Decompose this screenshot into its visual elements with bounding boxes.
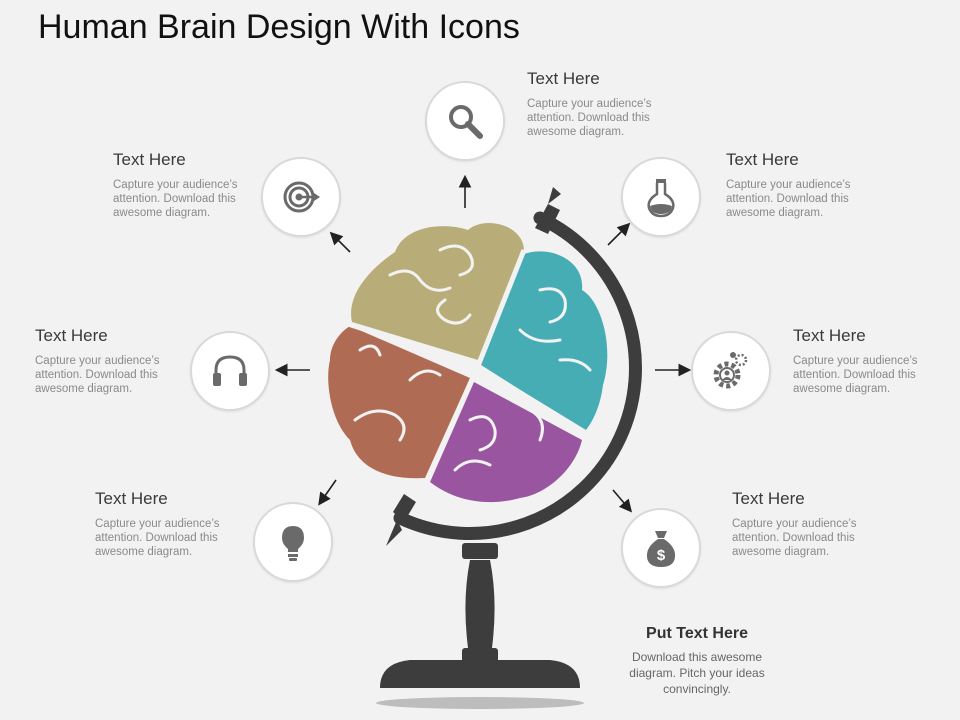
callout-right: Text Here Capture your audience’s attent…	[793, 326, 960, 396]
page-title: Human Brain Design With Icons	[38, 8, 520, 46]
meridian-bottom-tip	[386, 520, 402, 546]
search-icon	[449, 105, 483, 139]
callout-heading: Text Here	[95, 489, 168, 508]
callout-heading: Text Here	[793, 326, 866, 345]
globe-base	[380, 660, 580, 688]
globe-stem-top	[462, 543, 498, 559]
callout-heading: Text Here	[527, 69, 600, 88]
footer-body: Download this awesome diagram. Pitch you…	[629, 650, 765, 696]
callout-body: Capture your audience’s attention. Downl…	[732, 518, 857, 558]
meridian-bottom-cap	[393, 494, 416, 522]
brain-lobe-purple	[430, 382, 582, 503]
icon-circle-search	[425, 81, 505, 161]
icon-circle-flask	[621, 157, 701, 237]
globe-neck-collar	[462, 648, 498, 662]
icon-circle-lightbulb	[253, 502, 333, 582]
headphones-icon	[213, 355, 247, 386]
base-shadow	[376, 697, 584, 709]
callout-heading: Text Here	[732, 489, 805, 508]
flask-icon	[647, 179, 675, 218]
callout-left: Text Here Capture your audience’s attent…	[35, 326, 205, 396]
callout-top: Text Here Capture your audience’s attent…	[527, 69, 697, 139]
icon-circle-target	[261, 157, 341, 237]
meridian-top-tip	[548, 187, 561, 204]
callout-upper-left: Text Here Capture your audience’s attent…	[113, 150, 283, 220]
callout-lower-right: Text Here Capture your audience’s attent…	[732, 489, 902, 559]
brain-lobe-rust	[328, 326, 470, 479]
callout-heading: Text Here	[726, 150, 799, 169]
callout-body: Capture your audience’s attention. Downl…	[113, 179, 238, 219]
callout-body: Capture your audience’s attention. Downl…	[726, 179, 851, 219]
meridian-top-cap	[535, 204, 560, 234]
gear-user-icon	[713, 352, 748, 389]
arrow-upper-left	[329, 231, 351, 253]
callout-body: Capture your audience’s attention. Downl…	[527, 98, 652, 138]
globe-meridian	[393, 211, 642, 541]
arrow-upper-right	[607, 222, 631, 246]
callout-lower-left: Text Here Capture your audience’s attent…	[95, 489, 265, 559]
callout-upper-right: Text Here Capture your audience’s attent…	[726, 150, 896, 220]
callout-heading: Text Here	[35, 326, 108, 345]
icon-circle-headphones	[190, 331, 270, 411]
lightbulb-icon	[282, 526, 304, 561]
globe-stem	[465, 560, 495, 648]
footer-note: Put Text Here Download this awesome diag…	[612, 625, 782, 697]
target-icon	[283, 181, 320, 213]
callout-body: Capture your audience’s attention. Downl…	[35, 355, 160, 395]
money-bag-icon: $	[646, 531, 676, 567]
icon-circle-gear-user	[691, 331, 771, 411]
callout-body: Capture your audience’s attention. Downl…	[95, 518, 220, 558]
footer-heading: Put Text Here	[646, 625, 748, 642]
arrow-lower-right	[612, 489, 633, 513]
svg-text:$: $	[657, 547, 666, 564]
icon-circle-money-bag: $	[621, 508, 701, 588]
callout-heading: Text Here	[113, 150, 186, 169]
arrow-lower-left	[318, 479, 337, 506]
callout-body: Capture your audience’s attention. Downl…	[793, 355, 918, 395]
